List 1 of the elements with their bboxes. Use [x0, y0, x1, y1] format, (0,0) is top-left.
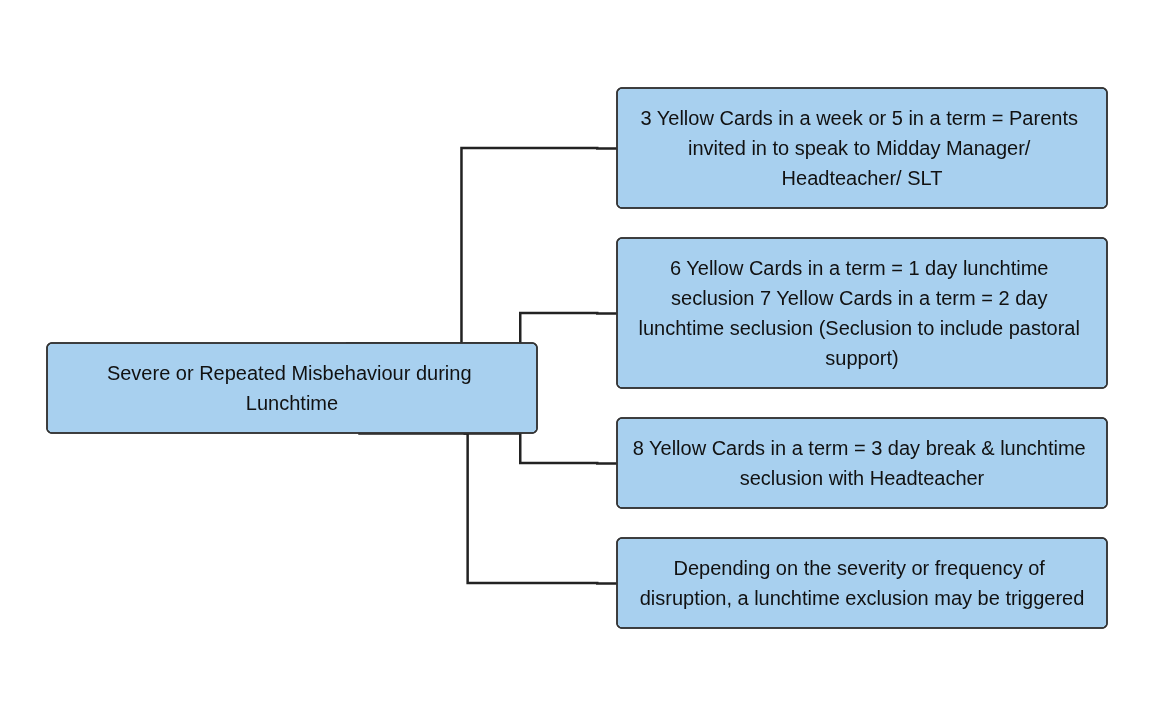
connector	[357, 431, 617, 585]
